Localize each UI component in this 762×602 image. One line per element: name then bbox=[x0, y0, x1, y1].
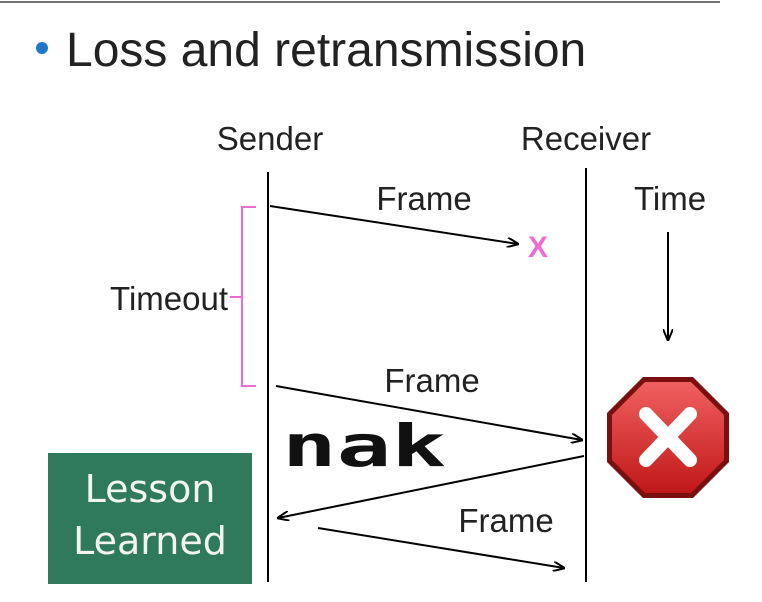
badge-line-2: Learned bbox=[73, 519, 227, 563]
badge-line-1: Lesson bbox=[85, 467, 216, 511]
message-arrow-retransmit-frame bbox=[275, 385, 582, 440]
timeout-label: Timeout bbox=[110, 280, 228, 317]
bullet-dot-icon bbox=[36, 42, 48, 54]
message-arrow-nak bbox=[278, 455, 585, 518]
lost-mark: X bbox=[528, 231, 548, 264]
badge-background bbox=[48, 453, 252, 584]
sender-label: Sender bbox=[217, 120, 323, 157]
message-arrow-lost-frame bbox=[269, 205, 518, 244]
lesson-learned-badge: Lesson Learned bbox=[48, 453, 252, 584]
message-label-nak: nak bbox=[282, 412, 446, 480]
message-label-retransmit-frame: Frame bbox=[384, 362, 479, 399]
message-label-final-frame: Frame bbox=[458, 502, 553, 539]
time-label: Time bbox=[634, 180, 706, 217]
timeout-bracket bbox=[241, 206, 256, 387]
slide-heading: Loss and retransmission bbox=[66, 24, 586, 77]
stop-x-icon bbox=[607, 377, 729, 498]
message-label-lost-frame: Frame bbox=[376, 180, 471, 217]
message-arrow-final-frame bbox=[317, 527, 564, 568]
receiver-label: Receiver bbox=[521, 120, 651, 157]
